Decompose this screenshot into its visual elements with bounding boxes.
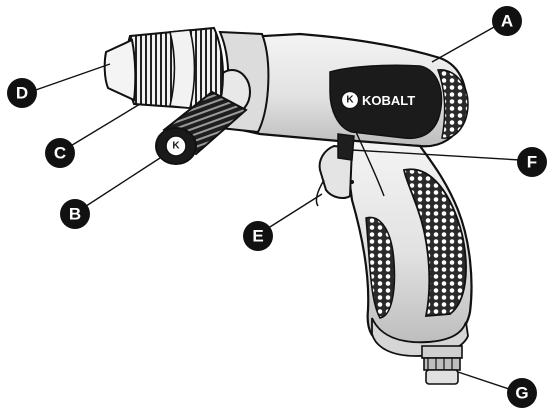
callouts: A B C D E F G xyxy=(7,6,547,408)
callout-c-label: C xyxy=(54,144,66,163)
callout-e-label: E xyxy=(252,227,263,246)
callout-c: C xyxy=(45,138,75,168)
chuck xyxy=(103,26,224,112)
brand-name: KOBALT xyxy=(362,93,415,108)
callout-g-label: G xyxy=(515,384,528,403)
side-handle: K xyxy=(155,90,248,165)
callout-d-label: D xyxy=(16,84,28,103)
leader-d xyxy=(29,63,111,93)
brand-monogram-badge xyxy=(340,90,360,110)
callout-b-label: B xyxy=(69,205,81,224)
chuck-ring xyxy=(168,29,196,109)
trigger-guard-line xyxy=(315,179,325,207)
callout-d: D xyxy=(7,78,37,108)
housing-trim xyxy=(329,64,443,140)
side-handle-monogram: K xyxy=(172,141,180,152)
callout-a-label: A xyxy=(501,12,513,31)
leader-f xyxy=(351,149,521,161)
callout-f-label: F xyxy=(527,153,537,172)
rear-vent xyxy=(436,69,469,139)
callout-g: G xyxy=(507,378,537,408)
callout-a: A xyxy=(492,6,522,36)
callout-b: B xyxy=(60,199,90,229)
grip-back-pad xyxy=(402,168,467,317)
leader-a xyxy=(431,21,504,63)
grip-front-pad xyxy=(365,216,396,319)
callout-e: E xyxy=(243,221,273,251)
leader-e xyxy=(261,193,323,233)
air-inlet-fitting xyxy=(421,345,463,385)
drill-body: K KOBALT xyxy=(103,26,473,385)
leader-g xyxy=(457,371,513,391)
leader-lines xyxy=(29,21,521,391)
callout-f: F xyxy=(517,147,547,177)
leader-b xyxy=(79,157,161,211)
trigger-pin xyxy=(350,180,354,184)
internal-line xyxy=(355,131,385,197)
reverse-lever xyxy=(337,133,355,161)
leader-c xyxy=(63,103,141,151)
side-handle-logo-badge xyxy=(165,135,187,157)
chuck-nose xyxy=(103,38,137,102)
brand-monogram: K xyxy=(346,95,354,106)
brand-logo: K KOBALT xyxy=(340,90,415,110)
